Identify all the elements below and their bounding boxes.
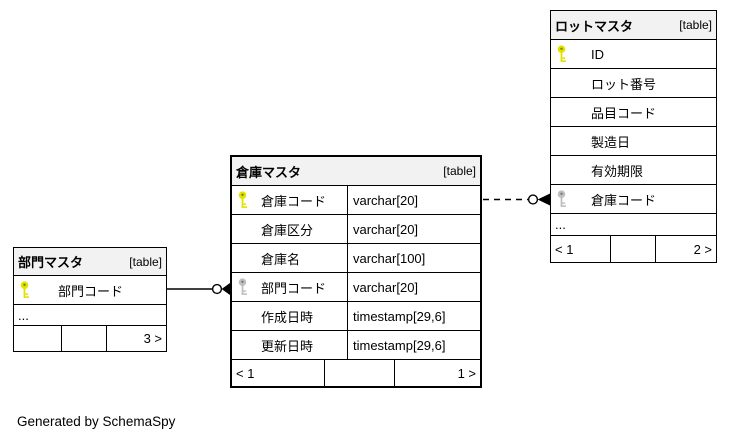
column-name: ロット番号 <box>591 76 657 92</box>
table-header: ロットマスタ [table] <box>551 11 716 40</box>
column-name: 倉庫コード <box>591 192 657 208</box>
column-row: ID <box>551 40 716 69</box>
table-pager: 3 > <box>14 326 166 351</box>
column-name: 作成日時 <box>232 302 348 330</box>
relationship-bumon-souko <box>167 283 230 295</box>
zero-or-one-dot <box>527 194 539 205</box>
pager-children-count: 1 > <box>394 360 480 386</box>
column-type: varchar[20] <box>353 192 419 208</box>
primary-key-icon <box>19 281 30 299</box>
pager-middle-cell <box>324 360 394 386</box>
fk-arrowhead <box>221 283 230 295</box>
table-pager: < 1 1 > <box>232 360 480 386</box>
column-type: timestamp[29,6] <box>353 308 446 324</box>
column-row: 倉庫コード varchar[20] <box>232 186 480 215</box>
column-row: 作成日時 timestamp[29,6] <box>232 302 480 331</box>
column-row: 倉庫区分 varchar[20] <box>232 215 480 244</box>
column-row: ロット番号 <box>551 69 716 98</box>
column-name: ID <box>591 46 604 62</box>
column-row: 倉庫名 varchar[100] <box>232 244 480 273</box>
relationship-souko-lot <box>483 193 550 206</box>
column-name: 倉庫名 <box>232 244 348 272</box>
column-name: 部門コード <box>58 283 124 299</box>
column-type: varchar[20] <box>353 221 419 237</box>
table-bumon-master[interactable]: 部門マスタ [table] 部門コード...3 > <box>13 247 167 352</box>
table-type-tag: [table] <box>443 164 476 178</box>
table-lot-master[interactable]: ロットマスタ [table] ID ロット番号品目コード製造日有効期限倉庫コード...… <box>550 10 717 263</box>
primary-key-icon <box>237 191 248 209</box>
pager-children-count: 3 > <box>106 326 166 351</box>
primary-key-icon <box>556 45 567 63</box>
pager-middle-cell <box>61 326 106 351</box>
column-name: 製造日 <box>591 134 631 150</box>
column-row: 部門コード <box>14 276 166 305</box>
table-souko-master[interactable]: 倉庫マスタ [table] 倉庫コード varchar[20] 倉庫区分 varchar[… <box>230 155 482 388</box>
table-title: 倉庫マスタ <box>236 164 302 180</box>
table-type-tag: [table] <box>679 18 712 32</box>
column-name: 部門コード <box>232 273 348 301</box>
column-row: 部門コード varchar[20] <box>232 273 480 302</box>
table-header: 倉庫マスタ [table] <box>232 157 480 186</box>
zero-or-one-dot <box>211 283 223 295</box>
column-row: 品目コード <box>551 98 716 127</box>
column-name: 倉庫区分 <box>232 215 348 243</box>
pager-middle-cell <box>610 236 655 262</box>
table-header: 部門マスタ [table] <box>14 248 166 276</box>
table-title: 部門マスタ <box>18 255 84 270</box>
column-row: 更新日時 timestamp[29,6] <box>232 331 480 360</box>
pager-parents-count: < 1 <box>555 241 574 257</box>
column-name: 更新日時 <box>232 331 348 359</box>
truncated-columns-indicator: ... <box>14 305 166 326</box>
pager-parents-count: < 1 <box>236 365 255 381</box>
fk-arrowhead <box>537 193 550 206</box>
column-row: 倉庫コード <box>551 185 716 214</box>
column-name: 品目コード <box>591 105 657 121</box>
column-name: 倉庫コード <box>232 186 348 214</box>
table-pager: < 1 2 > <box>551 236 716 262</box>
foreign-key-icon <box>237 278 248 296</box>
column-type: varchar[20] <box>353 279 419 295</box>
column-row: 有効期限 <box>551 156 716 185</box>
pager-children-count: 2 > <box>655 236 716 262</box>
table-type-tag: [table] <box>129 254 162 269</box>
column-type: timestamp[29,6] <box>353 337 446 353</box>
column-type: varchar[100] <box>353 250 426 266</box>
foreign-key-icon <box>556 190 567 208</box>
truncated-columns-indicator: ... <box>551 214 716 236</box>
table-title: ロットマスタ <box>555 18 634 34</box>
column-row: 製造日 <box>551 127 716 156</box>
column-name: 有効期限 <box>591 163 644 179</box>
pager-parents-count <box>14 326 61 351</box>
generated-by-note: Generated by SchemaSpy <box>17 414 176 429</box>
